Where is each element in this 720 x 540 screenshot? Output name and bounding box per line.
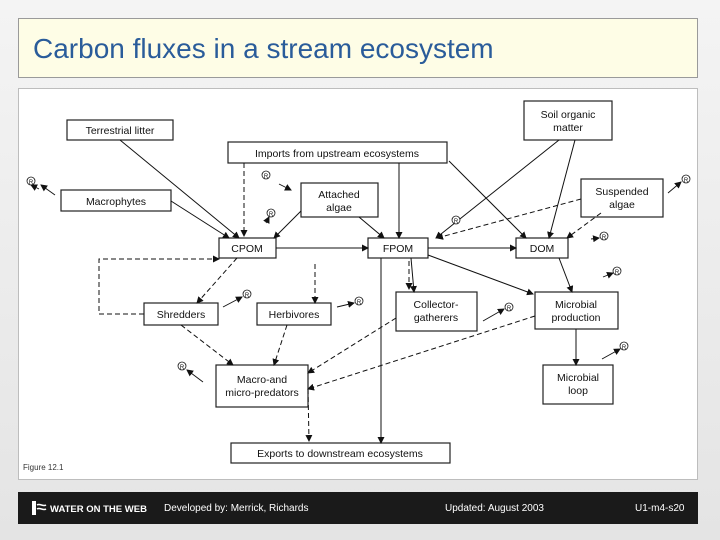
node-terrestrial-litter: Terrestrial litter bbox=[66, 119, 174, 141]
node-attached-algae: Attached algae bbox=[300, 182, 379, 218]
respiration-symbol: R bbox=[599, 231, 609, 241]
svg-text:R: R bbox=[507, 306, 512, 312]
arrow-fpom-to-collectors bbox=[409, 257, 417, 293]
arrow-suspended-algae-to-fpom bbox=[436, 198, 582, 240]
arrow-dom-to-microbial-production bbox=[558, 257, 574, 293]
arrow-attached-algae-to-fpom bbox=[358, 216, 385, 239]
respiration-symbol: R bbox=[242, 289, 252, 299]
respiration-symbol: R bbox=[619, 341, 629, 351]
node-label: Microbial bbox=[555, 299, 597, 311]
node-label: production bbox=[551, 312, 600, 324]
svg-text:R: R bbox=[622, 345, 627, 351]
node-suspended-algae: Suspended algae bbox=[580, 178, 664, 218]
arrow-cpom-to-shredders bbox=[196, 257, 238, 304]
title-bar: Carbon fluxes in a stream ecosystem bbox=[18, 18, 698, 78]
node-label: Macro-and bbox=[237, 374, 287, 386]
node-exports: Exports to downstream ecosystems bbox=[230, 442, 451, 464]
node-label: Suspended bbox=[595, 186, 648, 198]
arrow-macrophytes-to-cpom bbox=[170, 200, 230, 239]
footer-updated: Updated: August 2003 bbox=[445, 503, 544, 514]
node-soil-organic-matter: Soil organic matter bbox=[523, 100, 613, 141]
node-fpom: FPOM bbox=[367, 237, 429, 259]
arrow-imports-to-dom bbox=[448, 160, 527, 239]
node-label: matter bbox=[553, 122, 583, 134]
respiration-symbol: R bbox=[261, 170, 271, 180]
node-dom: DOM bbox=[515, 237, 569, 259]
node-predators: Macro-and micro-predators bbox=[215, 364, 309, 408]
svg-text:R: R bbox=[264, 174, 269, 180]
dashed-flux-arrows bbox=[98, 163, 602, 442]
arrow-collectors-to-predators bbox=[307, 317, 397, 374]
figure-caption: Figure 12.1 bbox=[23, 463, 64, 472]
arrow-attached-algae-to-cpom bbox=[273, 210, 302, 239]
node-microbial-production: Microbial production bbox=[534, 291, 619, 330]
carbon-flux-diagram: Terrestrial litter Imports from upstream… bbox=[26, 100, 691, 464]
respiration-symbol: R bbox=[26, 176, 36, 186]
node-label: Attached bbox=[318, 189, 360, 201]
node-shredders: Shredders bbox=[143, 302, 219, 326]
node-macrophytes: Macrophytes bbox=[60, 189, 172, 212]
node-cpom: CPOM bbox=[218, 237, 277, 259]
footer-bar: WATER ON THE WEB Developed by: Merrick, … bbox=[18, 492, 698, 524]
node-label: algae bbox=[326, 202, 352, 214]
arrow-shredders-to-cpom bbox=[98, 255, 220, 315]
node-label: DOM bbox=[530, 243, 555, 255]
node-label: Terrestrial litter bbox=[86, 125, 155, 137]
respiration-symbol: R bbox=[612, 266, 622, 276]
svg-text:R: R bbox=[269, 212, 274, 218]
node-microbial-loop: Microbial loop bbox=[542, 364, 614, 405]
respiration-symbol: R bbox=[354, 296, 364, 306]
slide-title: Carbon fluxes in a stream ecosystem bbox=[33, 33, 494, 64]
node-label: Macrophytes bbox=[86, 196, 146, 208]
node-label: Microbial bbox=[557, 372, 599, 384]
footer-developed-by: Developed by: Merrick, Richards bbox=[164, 503, 309, 514]
node-label: Herbivores bbox=[269, 309, 320, 321]
svg-text:R: R bbox=[180, 365, 185, 371]
node-imports: Imports from upstream ecosystems bbox=[227, 141, 448, 164]
respiration-markers: R R R R R bbox=[26, 170, 691, 371]
node-label: algae bbox=[609, 199, 635, 211]
respiration-symbol: R bbox=[504, 302, 514, 312]
node-label: FPOM bbox=[383, 243, 413, 255]
node-label: Collector- bbox=[414, 299, 459, 311]
svg-text:R: R bbox=[602, 235, 607, 241]
arrow-litter-to-cpom bbox=[119, 139, 240, 239]
svg-text:R: R bbox=[357, 300, 362, 306]
svg-text:R: R bbox=[29, 180, 34, 186]
arrow-herbivores-to-predators bbox=[272, 324, 288, 366]
arrow-predators-to-exports bbox=[305, 388, 313, 442]
respiration-symbol: R bbox=[681, 174, 691, 184]
node-label: CPOM bbox=[231, 243, 263, 255]
node-label: Soil organic bbox=[541, 109, 596, 121]
arrow-soil-to-dom bbox=[547, 139, 576, 239]
arrow-suspended-algae-to-dom bbox=[566, 212, 602, 239]
svg-text:R: R bbox=[454, 219, 459, 225]
arrow-fpom-to-microbial-production bbox=[427, 254, 534, 296]
respiration-arrows bbox=[30, 181, 682, 383]
svg-text:R: R bbox=[245, 293, 250, 299]
node-herbivores: Herbivores bbox=[256, 302, 332, 326]
node-label: Shredders bbox=[157, 309, 205, 321]
respiration-symbol: R bbox=[177, 361, 187, 371]
node-label: micro-predators bbox=[225, 387, 299, 399]
respiration-symbol: R bbox=[451, 215, 461, 225]
arrow-shredders-to-predators bbox=[180, 324, 234, 366]
node-label: loop bbox=[568, 385, 588, 397]
node-label: Exports to downstream ecosystems bbox=[257, 448, 423, 460]
logo-text: WATER ON THE WEB bbox=[50, 504, 147, 515]
svg-text:R: R bbox=[615, 270, 620, 276]
water-on-the-web-logo: WATER ON THE WEB bbox=[26, 497, 156, 519]
node-label: Imports from upstream ecosystems bbox=[255, 148, 419, 160]
svg-text:R: R bbox=[684, 178, 689, 184]
footer-slide-id: U1-m4-s20 bbox=[635, 503, 685, 514]
node-collector-gatherers: Collector- gatherers bbox=[395, 291, 478, 332]
figure-panel: Terrestrial litter Imports from upstream… bbox=[18, 88, 698, 480]
node-label: gatherers bbox=[414, 312, 458, 324]
respiration-symbol: R bbox=[266, 208, 276, 218]
